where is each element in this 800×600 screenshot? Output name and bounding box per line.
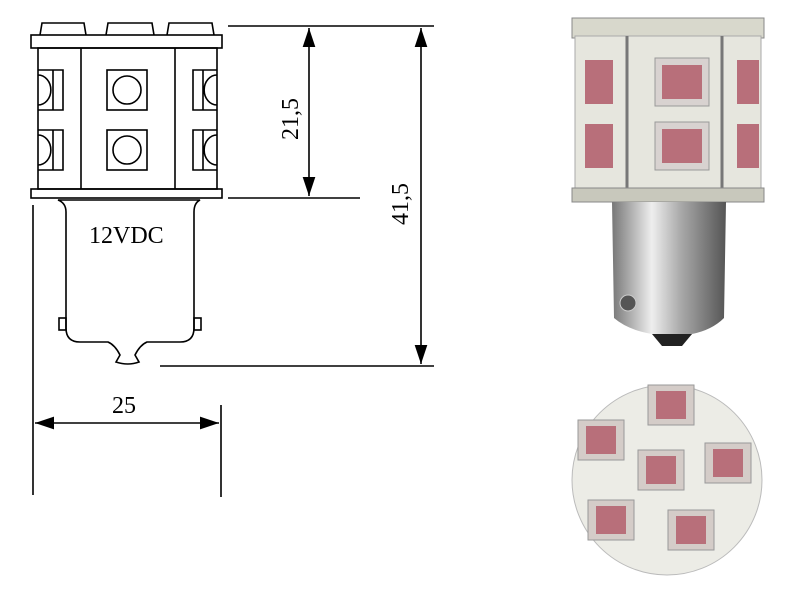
bulb-outline-drawing: 12VDC (30, 22, 223, 365)
voltage-label: 12VDC (89, 223, 164, 249)
total-height-label: 41,5 (388, 183, 414, 225)
dimension-head-height: 21,5 (228, 25, 360, 199)
dimension-total-height: 41,5 (160, 25, 434, 367)
diameter-label: 25 (112, 393, 136, 419)
bulb-top-photo (571, 384, 763, 576)
head-height-label: 21,5 (278, 98, 304, 140)
dimension-diameter: 25 (32, 205, 222, 497)
bulb-side-photo (571, 17, 765, 346)
